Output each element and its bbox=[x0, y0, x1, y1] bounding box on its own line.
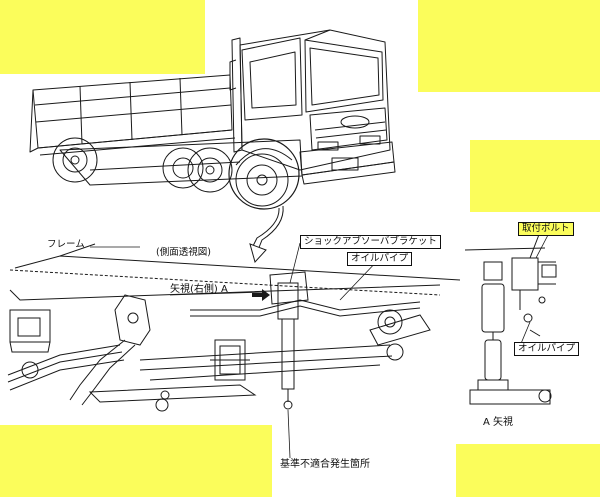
label-side-view: (側面透視図) bbox=[156, 247, 211, 258]
label-view-right: 矢視(右側) A bbox=[170, 284, 228, 295]
suspension-drawing bbox=[7, 271, 431, 412]
yellow-block-bottom-left bbox=[0, 425, 272, 497]
yellow-block-right-mid bbox=[470, 140, 600, 212]
label-frame: フレーム bbox=[47, 239, 85, 250]
callout-circle bbox=[228, 138, 300, 210]
label-oil-pipe-detail: オイルパイプ bbox=[514, 342, 580, 356]
yellow-block-bottom-right bbox=[456, 444, 600, 497]
view-a-detail bbox=[464, 231, 557, 405]
label-mounting-bolt: 取付ボルト bbox=[518, 222, 574, 236]
frame-line bbox=[9, 243, 461, 301]
label-oil-pipe-main: オイルパイプ bbox=[347, 252, 413, 266]
arrow-right-icon bbox=[252, 289, 270, 301]
yellow-block-top-left bbox=[0, 0, 205, 74]
truck-drawing bbox=[29, 29, 396, 207]
label-view-a: A 矢視 bbox=[483, 417, 514, 428]
curved-arrow-icon bbox=[249, 205, 284, 264]
leader-lines bbox=[90, 234, 549, 459]
label-shock-bracket: ショックアブソーバブラケット bbox=[300, 235, 441, 249]
yellow-block-top-right bbox=[418, 0, 600, 92]
label-nonconformity: 基準不適合発生箇所 bbox=[280, 459, 370, 470]
